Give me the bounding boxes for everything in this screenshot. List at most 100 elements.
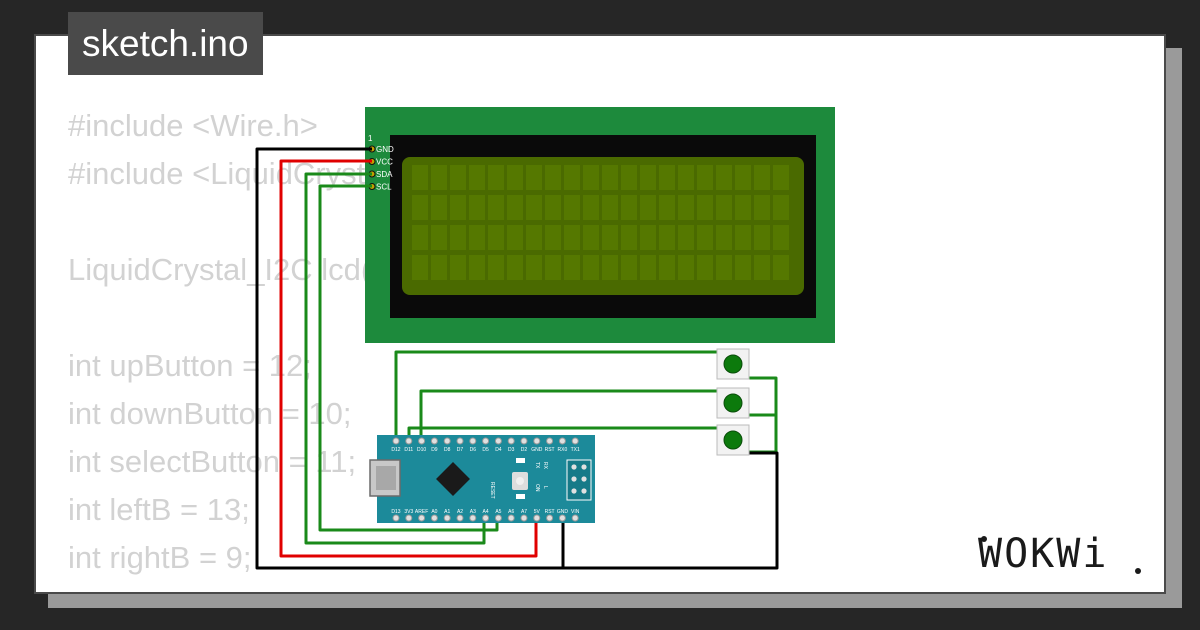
lcd-pin-label: SCL — [376, 183, 392, 192]
wire-button-ground-2[interactable] — [748, 415, 778, 454]
button-cap[interactable] — [723, 354, 743, 374]
arduino-pin[interactable] — [418, 514, 426, 522]
pushbutton-down[interactable] — [716, 424, 750, 456]
arduino-pin[interactable] — [533, 514, 541, 522]
arduino-pin[interactable] — [546, 514, 554, 522]
lcd-cell — [412, 225, 428, 250]
arduino-pin[interactable] — [520, 514, 528, 522]
wire-select-button[interactable] — [419, 389, 722, 439]
arduino-pin-label: A6 — [508, 509, 514, 515]
arduino-pin[interactable] — [469, 437, 477, 445]
arduino-pin[interactable] — [456, 437, 464, 445]
arduino-pin[interactable] — [571, 514, 579, 522]
arduino-pin[interactable] — [443, 437, 451, 445]
arduino-board — [377, 435, 595, 523]
button-cap[interactable] — [723, 430, 743, 450]
lcd-cell — [697, 225, 713, 250]
wire-gnd-lcd[interactable] — [255, 147, 565, 570]
arduino-pin[interactable] — [430, 514, 438, 522]
lcd-cell — [583, 255, 599, 280]
lcd-cell — [526, 195, 542, 220]
arduino-pin[interactable] — [392, 437, 400, 445]
lcd-cell — [431, 225, 447, 250]
lcd-cell — [583, 165, 599, 190]
lcd-pin-label: SDA — [376, 170, 393, 179]
arduino-pin[interactable] — [494, 514, 502, 522]
l-label: L — [542, 486, 548, 489]
arduino-pin[interactable] — [482, 514, 490, 522]
lcd-cell — [678, 225, 694, 250]
arduino-pin-label: A7 — [521, 509, 527, 515]
arduino-pin-label: A2 — [457, 509, 463, 515]
pushbutton-select[interactable] — [716, 387, 750, 419]
lcd-cell — [564, 195, 580, 220]
wire-scl-lcd[interactable] — [318, 184, 499, 532]
lcd-cell — [735, 255, 751, 280]
arduino-pin[interactable] — [571, 437, 579, 445]
pushbutton-up[interactable] — [716, 348, 750, 380]
arduino-pin[interactable] — [558, 514, 566, 522]
lcd-cell — [469, 255, 485, 280]
lcd-cell — [431, 255, 447, 280]
arduino-pin[interactable] — [418, 437, 426, 445]
lcd-cell — [640, 225, 656, 250]
arduino-pin-label: GND — [557, 509, 569, 515]
arduino-pin-label: D13 — [391, 509, 400, 515]
arduino-pin[interactable] — [494, 437, 502, 445]
lcd-cell — [507, 255, 523, 280]
lcd-cell — [469, 165, 485, 190]
arduino-pin-label: D12 — [391, 447, 400, 453]
lcd-cell — [412, 195, 428, 220]
lcd-cell — [678, 195, 694, 220]
arduino-pin[interactable] — [507, 514, 515, 522]
wire-button-gnd[interactable] — [563, 451, 779, 570]
lcd-cell — [488, 225, 504, 250]
wire-sda-lcd[interactable] — [304, 172, 486, 545]
arduino-pin[interactable] — [482, 437, 490, 445]
wire-button-ground-1[interactable] — [748, 376, 778, 417]
arduino-pin[interactable] — [456, 514, 464, 522]
arduino-pin[interactable] — [392, 514, 400, 522]
arduino-pin[interactable] — [520, 437, 528, 445]
arduino-pin[interactable] — [405, 514, 413, 522]
lcd-cell — [507, 165, 523, 190]
lcd-cell — [621, 165, 637, 190]
arduino-pin[interactable] — [546, 437, 554, 445]
lcd-cell — [469, 225, 485, 250]
lcd-cell — [488, 195, 504, 220]
wire-up-button[interactable] — [394, 350, 722, 439]
lcd-cell — [545, 165, 561, 190]
logo-node-2 — [1135, 568, 1141, 574]
arduino-pin[interactable] — [443, 514, 451, 522]
lcd-cell — [621, 225, 637, 250]
code-line: int menu = 1; — [68, 582, 544, 592]
arduino-pin[interactable] — [507, 437, 515, 445]
lcd-cell — [697, 195, 713, 220]
arduino-pin[interactable] — [405, 437, 413, 445]
arduino-pin[interactable] — [469, 514, 477, 522]
lcd-character-cells — [412, 165, 789, 280]
arduino-pin-label: A3 — [470, 509, 476, 515]
lcd-cell — [621, 255, 637, 280]
lcd-cell — [640, 165, 656, 190]
arduino-pin[interactable] — [558, 437, 566, 445]
led-rx — [516, 494, 525, 499]
lcd-cell — [621, 195, 637, 220]
logo-node-1 — [981, 536, 987, 542]
lcd-cell — [640, 195, 656, 220]
arduino-pin[interactable] — [533, 437, 541, 445]
lcd-cell — [564, 165, 580, 190]
wire-vcc-lcd[interactable] — [279, 159, 538, 558]
lcd-cell — [412, 165, 428, 190]
lcd-cell — [602, 195, 618, 220]
code-line: int selectButton = 11; — [68, 444, 357, 479]
arduino-pin-label: RST — [545, 509, 555, 515]
arduino-pin[interactable] — [430, 437, 438, 445]
button-cap[interactable] — [723, 393, 743, 413]
lcd-cell — [754, 195, 770, 220]
file-title: sketch.ino — [68, 12, 263, 75]
arduino-pin-label: 3V3 — [404, 509, 413, 515]
icsp-header — [566, 459, 592, 501]
